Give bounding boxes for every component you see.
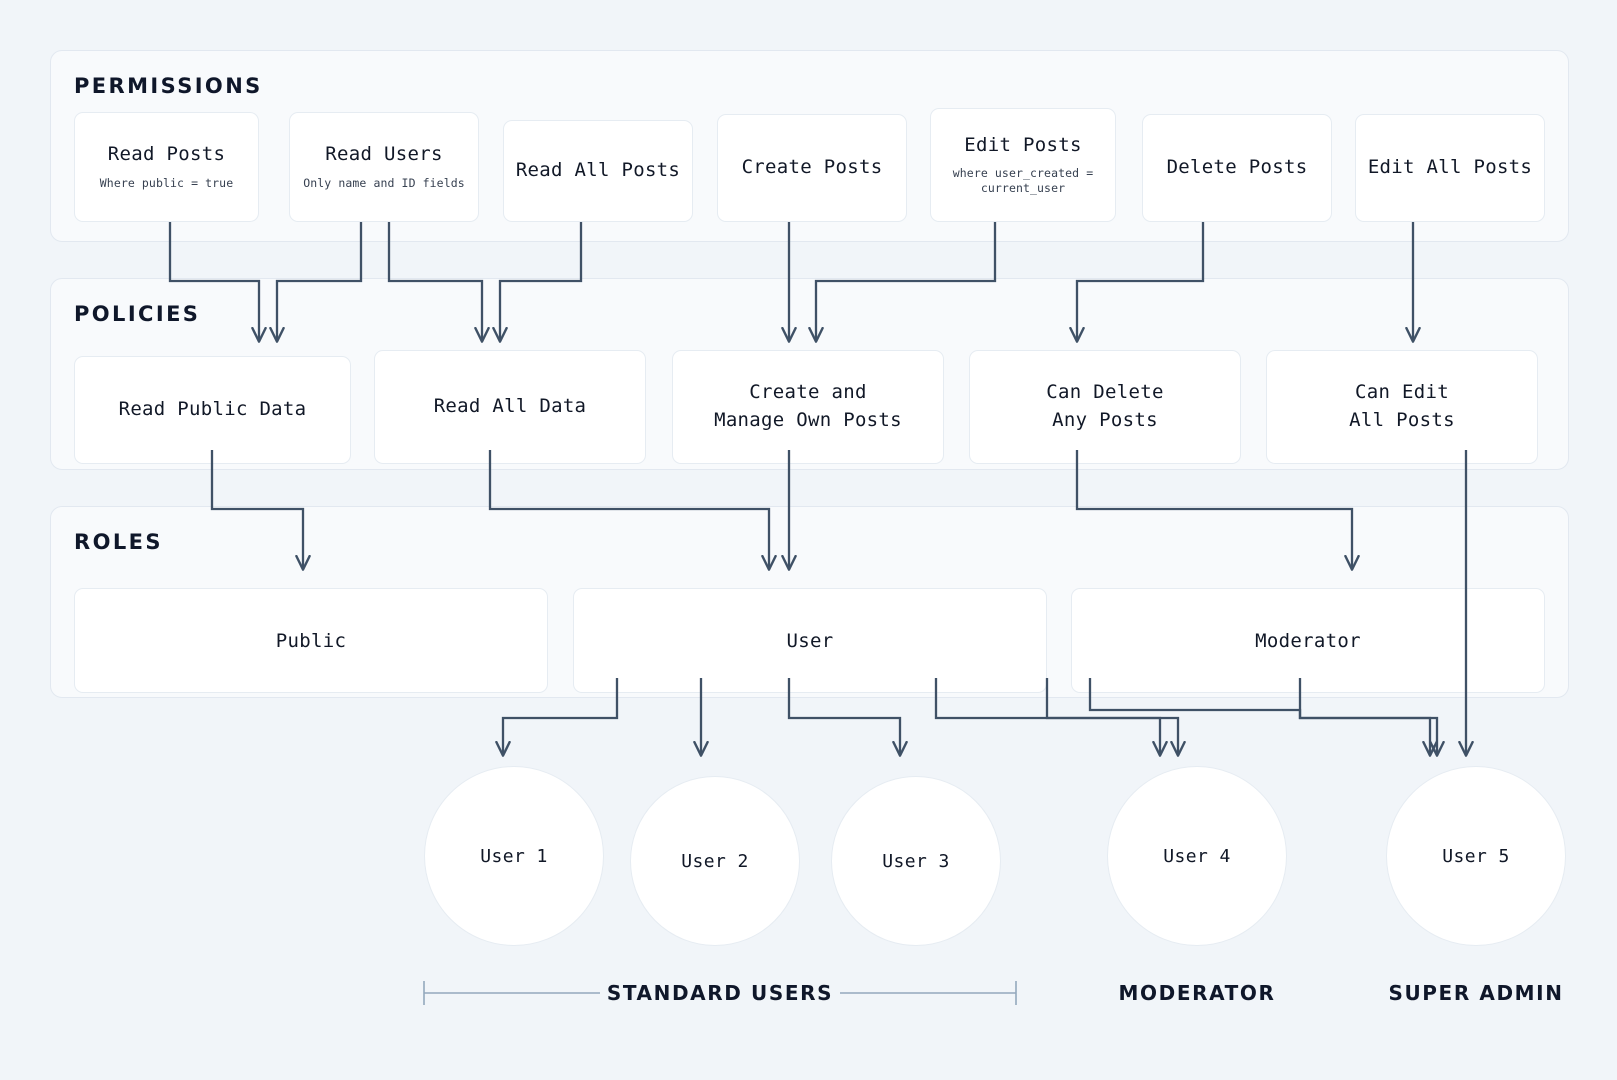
user-circle-3[interactable]: User 3	[831, 776, 1001, 946]
permission-sublabel: Where public = true	[99, 175, 234, 190]
standard-users-bracket	[423, 981, 1017, 1005]
permission-label: Read Posts	[107, 143, 226, 166]
user-circle-5[interactable]: User 5	[1386, 766, 1566, 946]
user-label: User 2	[681, 850, 749, 872]
role-label: Moderator	[1255, 629, 1361, 652]
policy-label: Read All Data	[433, 395, 587, 418]
group-label-super-admin: SUPER ADMIN	[1388, 981, 1564, 1005]
user-circle-2[interactable]: User 2	[630, 776, 800, 946]
permission-label: Read All Posts	[515, 159, 681, 182]
policy-label: Create and Manage Own Posts	[714, 381, 902, 431]
permissions-section-title: PERMISSIONS	[74, 74, 263, 98]
user-circle-1[interactable]: User 1	[424, 766, 604, 946]
policy-label: Can Delete Any Posts	[1046, 381, 1164, 431]
permission-card-read-posts[interactable]: Read Posts Where public = true	[74, 112, 259, 222]
permission-label: Read Users	[325, 143, 443, 166]
role-label: User	[786, 629, 834, 652]
role-label: Public	[275, 629, 347, 652]
permission-card-delete-posts[interactable]: Delete Posts	[1142, 114, 1332, 222]
group-label-standard-users: STANDARD USERS	[606, 981, 834, 1005]
permission-sublabel: where user_created = current_user	[952, 166, 1094, 196]
role-card-public[interactable]: Public	[74, 588, 548, 693]
permission-label: Delete Posts	[1166, 156, 1308, 179]
role-card-moderator[interactable]: Moderator	[1071, 588, 1545, 693]
permission-label: Edit Posts	[964, 133, 1082, 156]
user-label: User 1	[480, 845, 548, 867]
policies-section-title: POLICIES	[74, 302, 201, 326]
permission-label: Create Posts	[741, 156, 883, 179]
policy-card-create-manage-own-posts[interactable]: Create and Manage Own Posts	[672, 350, 944, 464]
role-card-user[interactable]: User	[573, 588, 1047, 693]
permission-card-create-posts[interactable]: Create Posts	[717, 114, 907, 222]
permission-card-read-all-posts[interactable]: Read All Posts	[503, 120, 693, 222]
permission-card-read-users[interactable]: Read Users Only name and ID fields	[289, 112, 479, 222]
policy-card-read-all-data[interactable]: Read All Data	[374, 350, 646, 464]
permission-card-edit-posts[interactable]: Edit Posts where user_created = current_…	[930, 108, 1116, 222]
policy-card-can-delete-any-posts[interactable]: Can Delete Any Posts	[969, 350, 1241, 464]
permission-label: Edit All Posts	[1367, 156, 1533, 179]
user-label: User 5	[1442, 845, 1510, 867]
policy-label: Can Edit All Posts	[1349, 381, 1455, 431]
user-label: User 3	[882, 850, 950, 872]
policy-card-can-edit-all-posts[interactable]: Can Edit All Posts	[1266, 350, 1538, 464]
permission-sublabel: Only name and ID fields	[303, 175, 465, 190]
user-label: User 4	[1163, 845, 1231, 867]
policy-card-read-public-data[interactable]: Read Public Data	[74, 356, 351, 464]
roles-section-title: ROLES	[74, 530, 163, 554]
user-circle-4[interactable]: User 4	[1107, 766, 1287, 946]
group-label-moderator: MODERATOR	[1118, 981, 1276, 1005]
permission-card-edit-all-posts[interactable]: Edit All Posts	[1355, 114, 1545, 222]
policy-label: Read Public Data	[118, 398, 307, 421]
